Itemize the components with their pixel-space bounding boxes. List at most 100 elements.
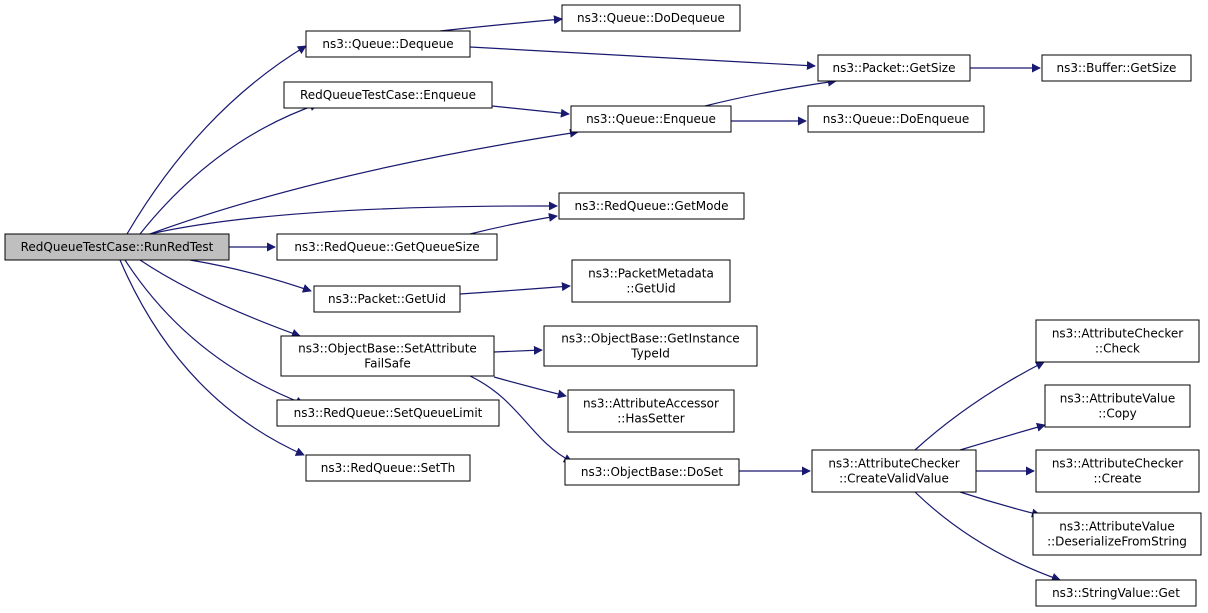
edge-line — [914, 361, 1045, 451]
node-box[interactable] — [1041, 54, 1192, 82]
edge-line — [149, 201, 558, 235]
node-box[interactable] — [570, 105, 732, 133]
node-box[interactable] — [807, 105, 985, 133]
node-label: ::Check — [1095, 342, 1140, 356]
edge-n1-n11 — [469, 46, 816, 71]
node-box[interactable] — [305, 454, 471, 482]
edge-line — [469, 212, 558, 235]
node-box[interactable] — [1032, 512, 1202, 556]
node-n12[interactable]: ns3::Buffer::GetSize — [1041, 54, 1192, 82]
edge-line — [459, 282, 571, 295]
node-label: ns3::Packet::GetUid — [328, 292, 446, 306]
node-label: ::Copy — [1098, 407, 1137, 421]
node-box[interactable] — [276, 399, 500, 427]
node-label: ns3::AttributeValue — [1060, 392, 1176, 406]
node-n3[interactable]: ns3::Queue::Enqueue — [570, 105, 732, 133]
node-label: ns3::Packet::GetSize — [833, 61, 956, 75]
node-label: ns3::PacketMetadata — [588, 267, 714, 281]
node-n11[interactable]: ns3::Packet::GetSize — [817, 54, 971, 82]
node-label: ns3::ObjectBase::SetAttribute — [298, 342, 477, 356]
node-n10[interactable]: ns3::Queue::DoDequeue — [561, 4, 741, 32]
edge-line — [493, 376, 567, 399]
node-label: ns3::ObjectBase::GetInstance — [561, 332, 739, 346]
edge-n6-n14 — [459, 282, 571, 295]
node-label: TypeId — [630, 347, 670, 361]
edge-line — [139, 259, 301, 338]
node-label: ns3::AttributeAccessor — [583, 397, 719, 411]
node-n2[interactable]: RedQueueTestCase::Enqueue — [283, 81, 493, 109]
edge-n18-n23 — [914, 491, 1061, 582]
node-box[interactable] — [1035, 319, 1200, 363]
node-box[interactable] — [1044, 384, 1191, 428]
node-label: FailSafe — [364, 357, 410, 371]
node-n13[interactable]: ns3::Queue::DoEnqueue — [807, 105, 985, 133]
node-box[interactable] — [561, 4, 741, 32]
node-n18[interactable]: ns3::AttributeChecker::CreateValidValue — [811, 449, 977, 493]
node-label: ns3::Queue::Enqueue — [586, 112, 716, 126]
node-label: ns3::Buffer::GetSize — [1057, 61, 1177, 75]
edge-n0-n2 — [139, 102, 319, 235]
node-label: ns3::Queue::Dequeue — [322, 37, 453, 51]
node-box[interactable] — [1035, 579, 1197, 607]
edge-n7-n16 — [493, 376, 567, 399]
edge-line — [124, 259, 305, 406]
edge-n18-n19 — [914, 361, 1045, 451]
edge-n2-n3 — [491, 105, 570, 118]
node-box[interactable] — [571, 259, 731, 303]
node-label: ns3::Queue::DoDequeue — [577, 11, 725, 25]
node-box[interactable] — [817, 54, 971, 82]
edge-line — [469, 46, 816, 71]
node-box[interactable] — [811, 449, 977, 493]
node-box[interactable] — [567, 389, 735, 433]
edge-n0-n9 — [119, 259, 305, 456]
node-n20[interactable]: ns3::AttributeValue::Copy — [1044, 384, 1191, 428]
node-n1[interactable]: ns3::Queue::Dequeue — [305, 30, 471, 58]
edge-line — [469, 375, 573, 463]
edges-layer — [119, 15, 1061, 582]
node-label: ns3::AttributeChecker — [1052, 457, 1183, 471]
node-label: RedQueueTestCase::Enqueue — [300, 88, 476, 102]
node-label: ns3::AttributeChecker — [828, 457, 959, 471]
edge-n0-n7 — [139, 259, 301, 338]
node-box[interactable] — [558, 192, 745, 220]
edge-line — [959, 422, 1046, 451]
node-n4[interactable]: ns3::RedQueue::GetMode — [558, 192, 745, 220]
node-n17[interactable]: ns3::ObjectBase::DoSet — [564, 458, 740, 486]
node-n6[interactable]: ns3::Packet::GetUid — [313, 285, 461, 313]
edge-n7-n17 — [469, 375, 573, 463]
node-box[interactable] — [276, 233, 498, 261]
node-label: ns3::AttributeChecker — [1052, 327, 1183, 341]
node-n19[interactable]: ns3::AttributeChecker::Check — [1035, 319, 1200, 363]
node-box[interactable] — [283, 81, 493, 109]
node-n9[interactable]: ns3::RedQueue::SetTh — [305, 454, 471, 482]
node-label: ns3::RedQueue::SetQueueLimit — [294, 406, 483, 420]
node-box[interactable] — [4, 233, 230, 261]
edge-n0-n8 — [124, 259, 305, 406]
node-box[interactable] — [543, 325, 758, 367]
edge-n0-n1 — [126, 45, 307, 235]
node-box[interactable] — [305, 30, 471, 58]
nodes-layer: RedQueueTestCase::RunRedTest ns3::Queue::… — [4, 4, 1202, 607]
node-box[interactable] — [1035, 449, 1200, 493]
node-label: ::GetUid — [626, 282, 675, 296]
node-box[interactable] — [280, 335, 495, 377]
node-n23[interactable]: ns3::StringValue::Get — [1035, 579, 1197, 607]
edge-line — [704, 77, 837, 107]
node-box[interactable] — [564, 458, 740, 486]
edge-n1-n10 — [439, 15, 563, 32]
node-n21[interactable]: ns3::AttributeChecker::Create — [1035, 449, 1200, 493]
node-box[interactable] — [313, 285, 461, 313]
node-label: RedQueueTestCase::RunRedTest — [21, 240, 214, 254]
edge-line — [189, 259, 312, 293]
root-node[interactable]: RedQueueTestCase::RunRedTest — [4, 233, 230, 261]
node-n8[interactable]: ns3::RedQueue::SetQueueLimit — [276, 399, 500, 427]
node-n16[interactable]: ns3::AttributeAccessor::HasSetter — [567, 389, 735, 433]
node-n14[interactable]: ns3::PacketMetadata::GetUid — [571, 259, 731, 303]
edge-line — [439, 15, 563, 32]
edge-line — [139, 102, 319, 235]
node-n22[interactable]: ns3::AttributeValue::DeserializeFromStri… — [1032, 512, 1202, 556]
node-n5[interactable]: ns3::RedQueue::GetQueueSize — [276, 233, 498, 261]
